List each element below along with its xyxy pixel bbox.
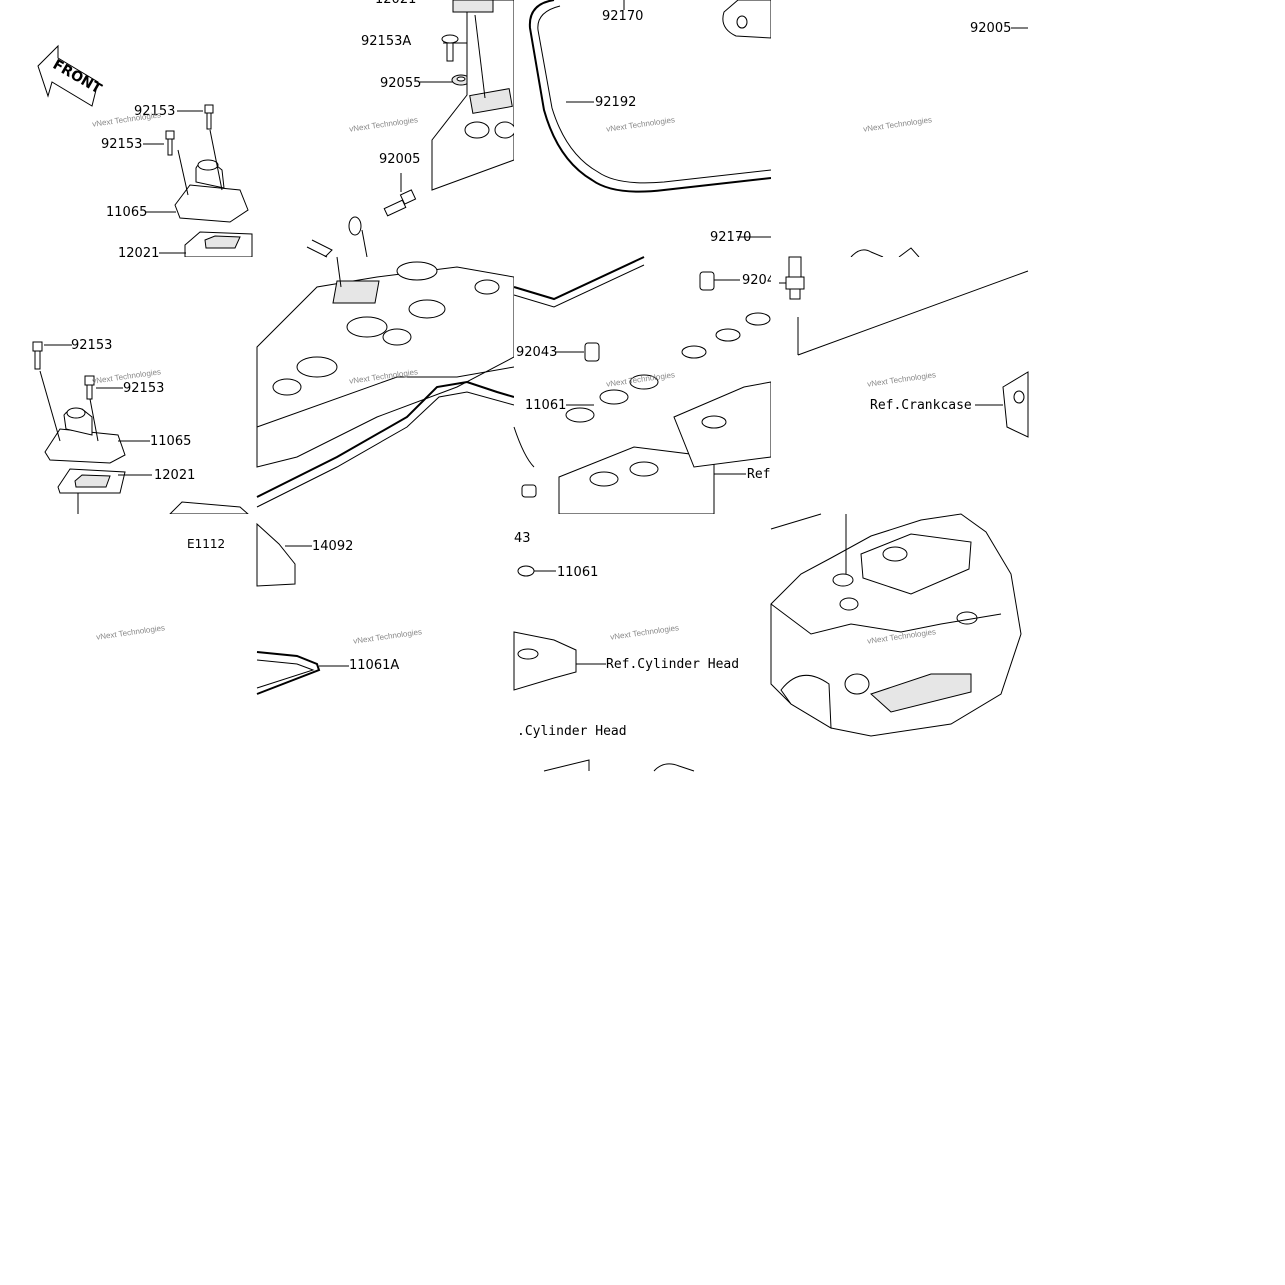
breather-cover-part [174,159,249,223]
part-label-11065: 11065 [106,205,148,220]
part-label-12021: 12021 [154,468,196,483]
tile-top-right: 92005 vNext Technologies [771,0,1028,258]
bolt-icon [84,375,95,400]
cylinder-head-cover-part [256,261,515,468]
part-label-92153: 92153 [123,381,165,396]
part-label-9204: 9204 [742,273,776,288]
part-label-11061a: 11061A [349,658,400,673]
bolt-icon [204,104,214,130]
hose-pipe-part [168,501,250,515]
breather-cover-left-drawing [32,341,250,515]
cap-bolt-icon [441,34,459,62]
cylinder-head-cover-drawing [256,246,515,508]
part-label-11065: 11065 [150,434,192,449]
top-right-drawing [850,27,1028,258]
cylinder-head-ref-drawing [513,565,695,772]
tile-cover-bolts: 12021 92153A 92055 92005 vNext Technolog… [257,0,516,258]
ref-crankcase-label: Ref.Crankcase [870,398,972,413]
part-label-92170: 92170 [602,9,644,24]
tile-breather-cover-left: 92153 92153 11065 12021 vNext Technologi… [0,257,257,515]
part-label-43: 43 [514,531,531,546]
cylinder-head-part [558,381,772,515]
front-arrow-icon [37,44,99,107]
part-label-11061: 11061 [525,398,567,413]
seal-plate-part [565,312,771,423]
seal-ring-part [722,0,772,39]
bolt-icon [32,341,43,370]
part-label-92153a: 92153A [361,34,412,49]
clamp-icon [348,216,362,236]
part-label-92005: 92005 [970,21,1012,36]
part-label-92005: 92005 [379,152,421,167]
part-label-14092: 14092 [312,539,354,554]
tile-crankcase: vNext Technologies [770,513,1028,771]
part-label-11061: 11061 [557,565,599,580]
tile-crankcase-ref: Ref.Crankcase vNext Technologies [771,256,1029,514]
fitting-part [785,256,805,300]
ref-label: Ref [747,467,771,482]
breather-hose-drawing [528,0,772,238]
cylinder-head-cover-part [431,0,516,191]
cylinder-head-seals-drawing [513,256,772,515]
breather-hose-part [528,0,772,193]
tile-breather-hose: 92170 92192 92170 vNext Technologies [514,0,772,257]
part-label-92170: 92170 [710,230,752,245]
hose-part [513,256,645,308]
tile-cylinder-head-seals: 9204 92043 11061 Ref vNext Technologies [513,256,775,515]
gasket-part [184,231,253,258]
ref-cylinder-head-label: Ref.Cylinder Head [606,657,740,672]
cover-gasket-part [256,380,515,508]
crankcase-ref-drawing [779,256,1029,438]
fitting-icon [383,189,417,217]
tile-cylinder-head-ref: 43 11061 Ref.Cylinder Head .Cylinder Hea… [513,514,771,772]
dowel-pin-part [699,271,715,291]
tile-diagram-code: E1112 vNext Technologies [0,514,257,771]
crankcase-drawing [770,513,1022,737]
part-label-92192: 92192 [595,95,637,110]
part-label-92153: 92153 [101,137,143,152]
tile-cover-gasket: 14092 11061A vNext Technologies [256,514,514,771]
breather-cover-part [44,407,126,464]
tile-cylinder-head-cover: vNext Technologies [256,246,515,514]
grommet-icon [451,74,471,86]
bolt-icon [165,130,175,156]
part-label-92055: 92055 [380,76,422,91]
diagram-code: E1112 [187,537,226,551]
cover-bolts-drawing [311,0,516,258]
part-label-92043: 92043 [516,345,558,360]
part-label-92153: 92153 [71,338,113,353]
breather-cover-drawing [37,44,253,258]
ref-cylinder-head-label: .Cylinder Head [517,724,627,739]
part-label-92153: 92153 [134,104,176,119]
clamp-icon [521,484,537,498]
breather-pipe-part [256,522,296,587]
dowel-pin-part [584,342,600,362]
crankcase-part [770,513,1022,737]
seal-part [517,565,535,577]
gasket-part [57,468,126,494]
cylinder-head-part [513,631,577,691]
watermark: vNext Technologies [95,623,166,642]
part-label-12021: 12021 [375,0,416,7]
tile-breather-cover-top-left: FRONT 92153 92153 11065 12021 vNext Tech… [0,0,257,261]
cover-gasket-part [256,651,321,695]
cover-gasket-drawing [256,522,349,695]
